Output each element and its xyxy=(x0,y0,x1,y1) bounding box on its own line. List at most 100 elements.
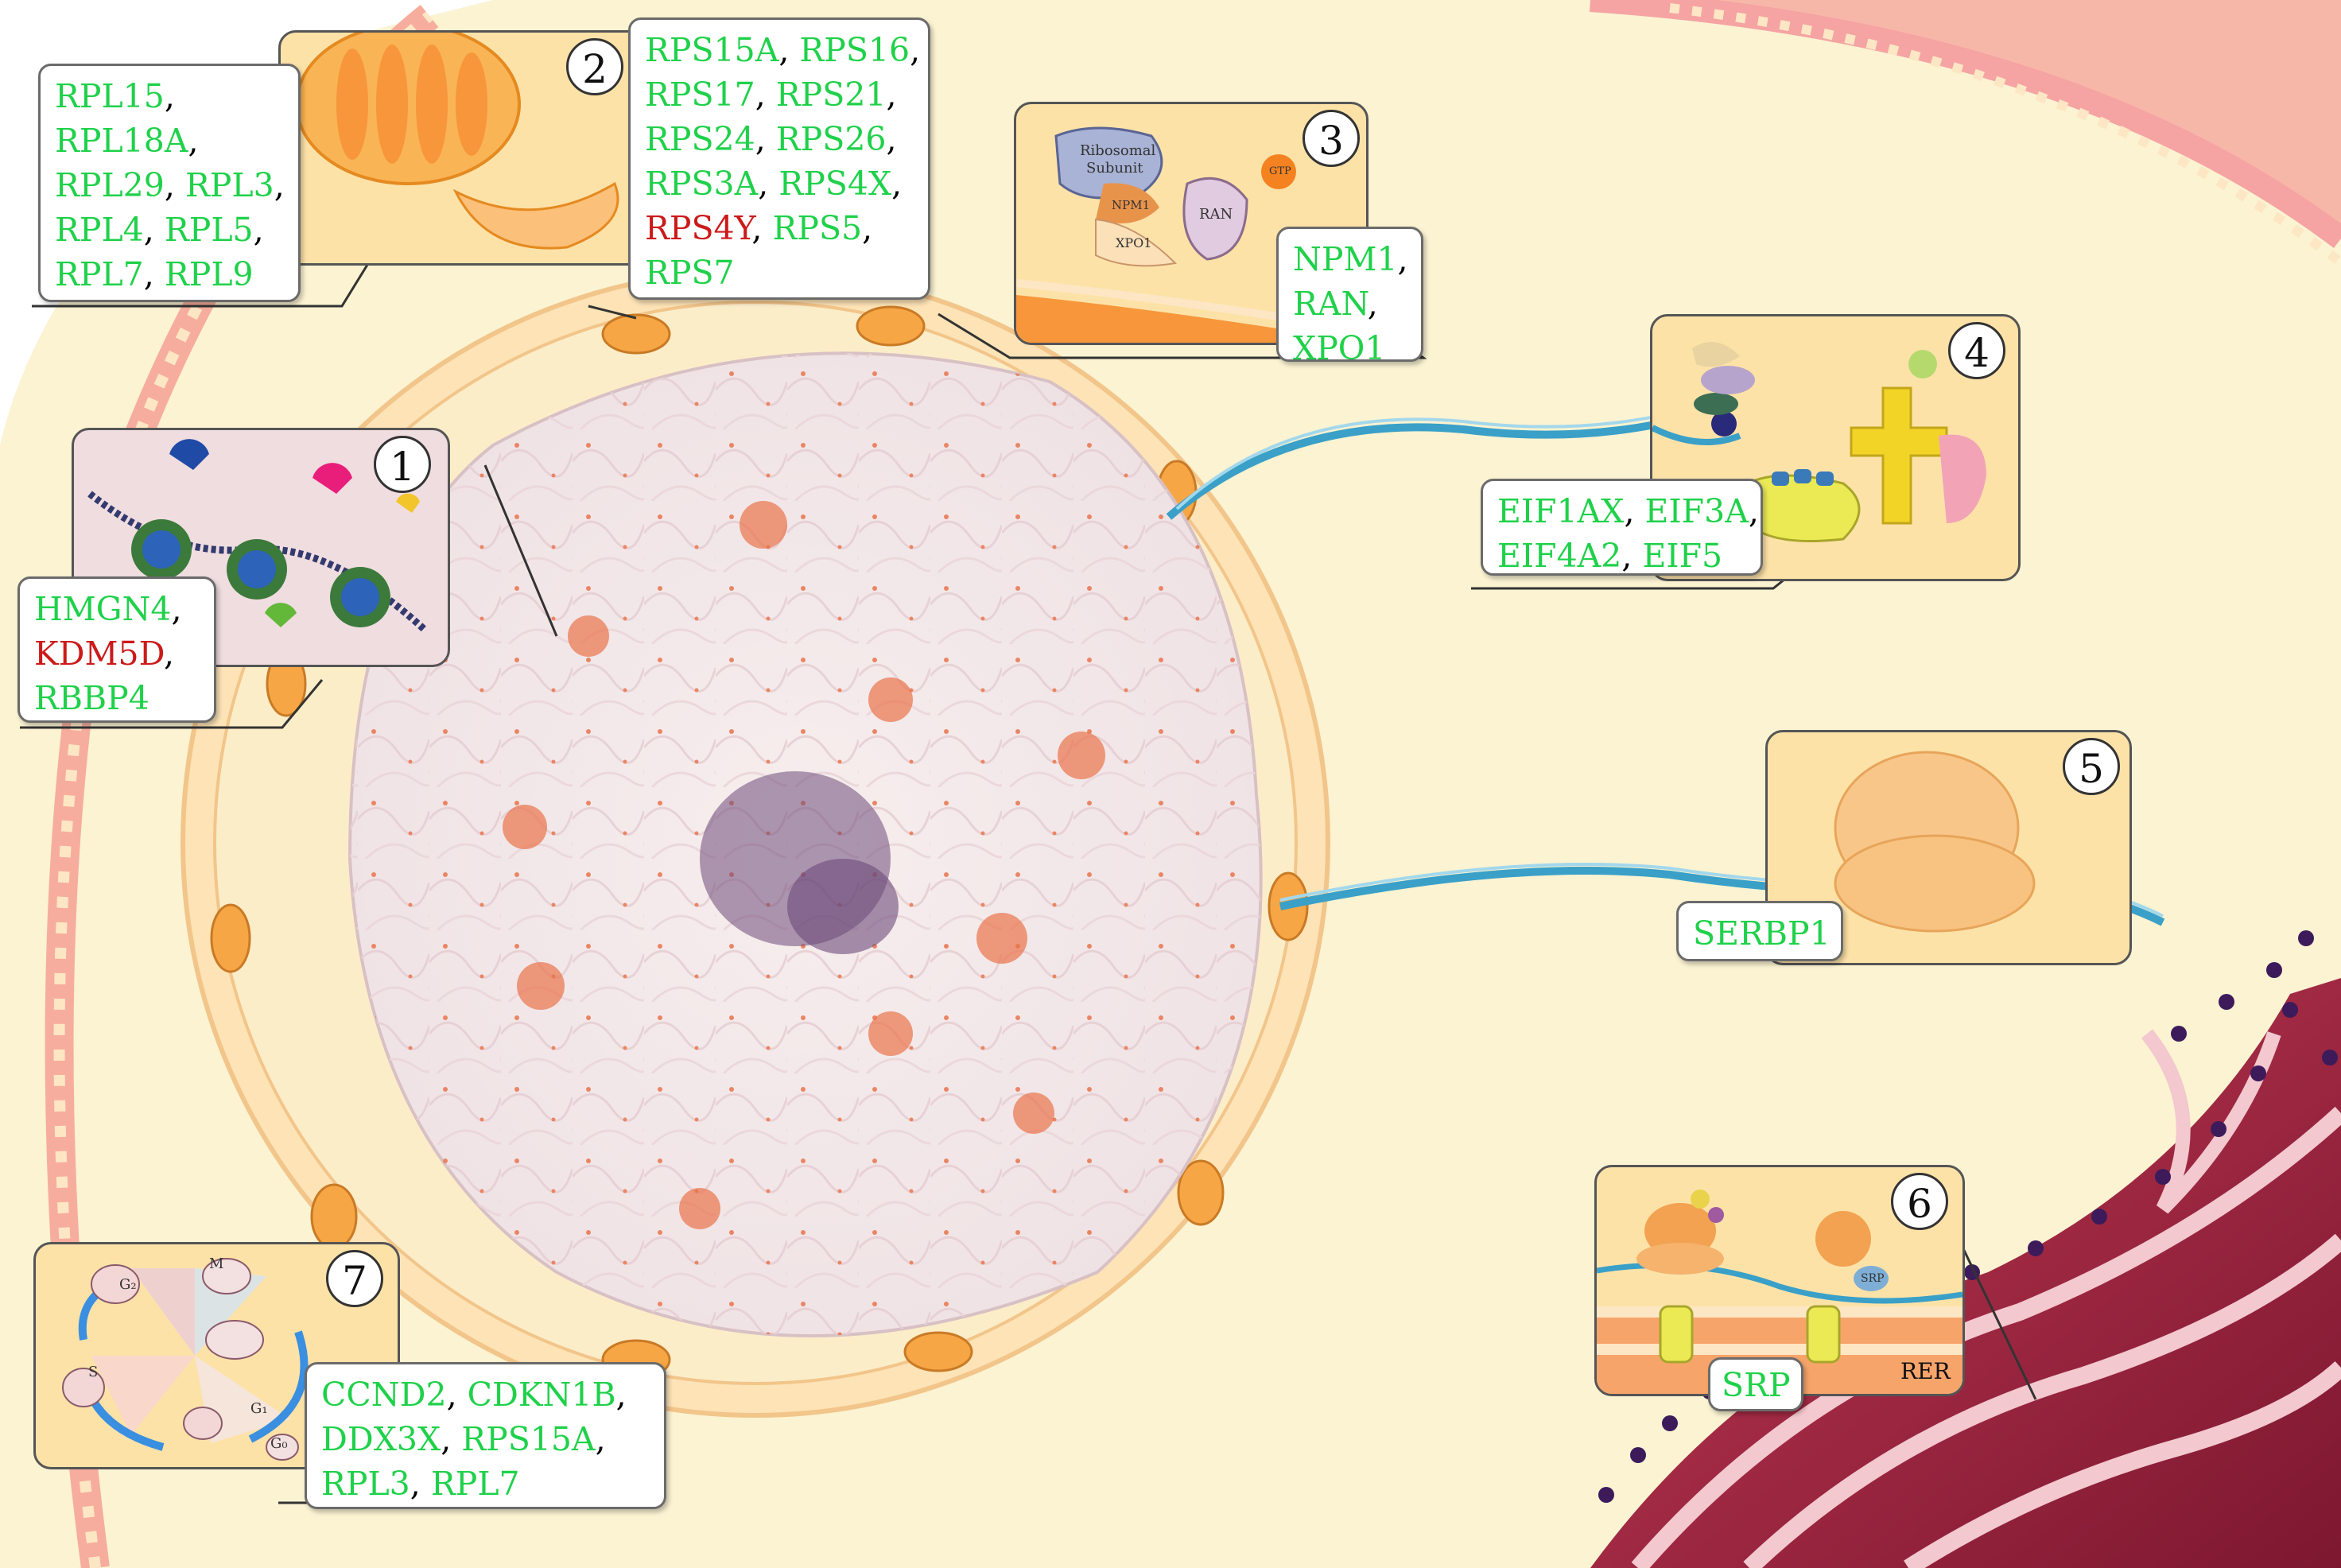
gene-name: HMGN4 xyxy=(34,590,172,628)
separator: , xyxy=(171,590,182,628)
panel-2-gene-list-left: RPL15,RPL18A,RPL29, RPL3,RPL4, RPL5,RPL7… xyxy=(38,64,301,302)
separator: , xyxy=(274,166,285,204)
gene-line: RPL18A, xyxy=(55,118,284,163)
separator: , xyxy=(188,122,199,160)
gene-name: RPL18A xyxy=(55,122,188,160)
gene-name: NPM1 xyxy=(1293,240,1398,278)
separator: , xyxy=(164,166,185,204)
gene-name: RPS21 xyxy=(775,76,887,114)
gene-line: EIF4A2, EIF5 xyxy=(1497,534,1746,578)
gene-line: RPL29, RPL3, xyxy=(55,163,285,208)
gene-name: RPL4 xyxy=(55,211,144,249)
gene-name: RPS17 xyxy=(645,76,755,114)
separator: , xyxy=(143,211,165,249)
panel-4-number: 4 xyxy=(1948,322,2005,379)
gene-name: RPS26 xyxy=(775,120,887,158)
panel-7-gene-list: CCND2, CDKN1B,DDX3X, RPS15A,RPL3, RPL7 xyxy=(305,1362,666,1509)
gene-name: KDM5D xyxy=(34,635,164,673)
gene-name: RPS15A xyxy=(645,31,779,69)
gene-line: RPS3A, RPS4X, xyxy=(645,161,914,206)
gene-name: CDKN1B xyxy=(467,1376,616,1414)
gene-name: RPS4Y xyxy=(645,209,752,247)
gene-name: RPS5 xyxy=(772,209,863,247)
adjacent-cell xyxy=(1590,0,2341,239)
gene-name: RBBP4 xyxy=(34,679,149,717)
gene-line: CCND2, CDKN1B, xyxy=(321,1372,650,1417)
separator: , xyxy=(615,1376,627,1414)
separator: , xyxy=(886,120,897,158)
separator: , xyxy=(1748,492,1759,530)
panel-7-m-label: M xyxy=(209,1256,224,1272)
panel-6-rer-label: RER xyxy=(1900,1358,1951,1384)
separator: , xyxy=(1367,285,1378,323)
gene-name: RPL3 xyxy=(321,1465,410,1503)
separator: , xyxy=(164,77,175,115)
gene-line: SRP xyxy=(1722,1363,1791,1407)
separator: , xyxy=(253,211,264,249)
gene-line: RPL4, RPL5, xyxy=(55,208,284,252)
gene-line: RPL3, RPL7 xyxy=(321,1461,650,1506)
rough-er xyxy=(1590,978,2341,1568)
panel-1-gene-list: HMGN4,KDM5D,RBBP4 xyxy=(17,576,216,723)
ribosome-icon xyxy=(1834,751,2036,933)
separator: , xyxy=(891,165,903,203)
separator: , xyxy=(862,209,873,247)
gene-name: RPL29 xyxy=(55,166,165,204)
separator: , xyxy=(751,209,773,247)
separator: , xyxy=(755,120,776,158)
separator: , xyxy=(758,165,779,203)
panel-7-number: 7 xyxy=(326,1250,383,1307)
separator: , xyxy=(441,1420,462,1458)
gene-line: NPM1, xyxy=(1293,237,1408,281)
panel-7-g2-label: G₂ xyxy=(119,1276,137,1293)
gene-name: RPS7 xyxy=(645,254,735,292)
cell-cycle-icon xyxy=(62,1258,309,1461)
gene-line: RAN, xyxy=(1293,281,1407,326)
gene-name: RAN xyxy=(1293,285,1368,323)
panel-7-s-label: S xyxy=(88,1364,99,1380)
panel-6-gene-list: SRP xyxy=(1708,1357,1803,1411)
panel-6-srp-small-label: SRP xyxy=(1861,1272,1885,1285)
gene-line: EIF1AX, EIF3A, xyxy=(1497,489,1759,534)
separator: , xyxy=(1397,240,1408,278)
translation-initiation-icon xyxy=(1652,342,1986,542)
gene-name: SERBP1 xyxy=(1693,914,1830,953)
gene-name: RPL7 xyxy=(55,255,144,293)
panel-2-number: 2 xyxy=(566,38,623,95)
separator: , xyxy=(1621,537,1643,575)
gene-name: RPS4X xyxy=(778,165,892,203)
gene-name: RPL15 xyxy=(55,77,165,115)
mitochondrion-icon xyxy=(295,33,619,250)
mrna-strand-1 xyxy=(1166,404,1703,520)
separator: , xyxy=(595,1420,606,1458)
gene-name: RPL9 xyxy=(164,255,254,293)
panel-7-g1-label: G₁ xyxy=(250,1400,268,1417)
gene-name: DDX3X xyxy=(321,1420,441,1458)
panel-3-number: 3 xyxy=(1302,110,1360,167)
gene-name: EIF1AX xyxy=(1497,492,1625,530)
separator: , xyxy=(1624,492,1645,530)
gene-name: RPS3A xyxy=(645,165,759,203)
separator: , xyxy=(143,255,165,293)
panel-3-npm1-label: NPM1 xyxy=(1112,198,1151,212)
gene-line: KDM5D, xyxy=(34,631,200,676)
gene-name: CCND2 xyxy=(321,1376,447,1414)
gene-line: RPS7 xyxy=(645,250,914,295)
gene-line: XPO1 xyxy=(1293,326,1407,371)
gene-line: RPL7, RPL9 xyxy=(55,252,284,297)
gene-name: RPS24 xyxy=(645,120,755,158)
panel-3-subunit-label: Subunit xyxy=(1086,160,1143,177)
panel-5-gene-list: SERBP1 xyxy=(1676,901,1843,961)
separator: , xyxy=(163,635,175,673)
gene-name: RPS15A xyxy=(461,1420,596,1458)
panel-4-gene-list: EIF1AX, EIF3A,EIF4A2, EIF5 xyxy=(1481,479,1763,576)
separator: , xyxy=(410,1465,431,1503)
panel-6-number: 6 xyxy=(1891,1173,1948,1230)
separator: , xyxy=(910,31,921,69)
gene-line: RPS4Y, RPS5, xyxy=(645,206,914,250)
gene-name: RPL3 xyxy=(184,166,274,204)
panel-3-ribosomal-label: Ribosomal xyxy=(1080,142,1156,159)
gene-name: XPO1 xyxy=(1293,329,1386,367)
gene-line: RPL15, xyxy=(55,74,284,118)
